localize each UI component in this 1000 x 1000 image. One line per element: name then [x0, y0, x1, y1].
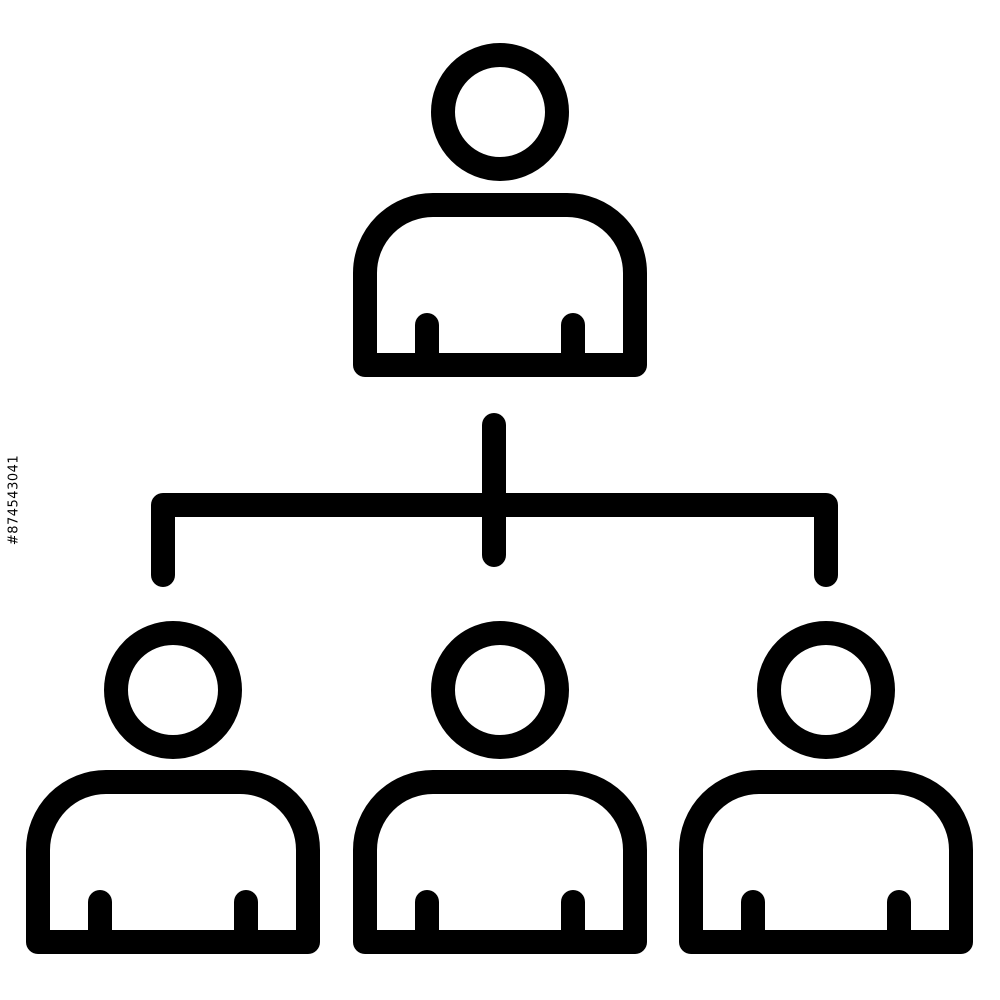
person-head — [104, 621, 242, 759]
person-member-right — [679, 621, 973, 954]
person-head — [431, 621, 569, 759]
person-body — [679, 770, 973, 954]
person-head — [757, 621, 895, 759]
person-body — [353, 770, 647, 954]
person-member-center — [353, 621, 647, 954]
person-body — [26, 770, 320, 954]
person-body — [353, 193, 647, 377]
connector-horizontal — [151, 493, 838, 587]
person-manager — [353, 43, 647, 377]
person-head — [431, 43, 569, 181]
connector-lines — [151, 413, 838, 587]
person-member-left — [26, 621, 320, 954]
stock-id-watermark: #874543041 — [6, 454, 22, 546]
